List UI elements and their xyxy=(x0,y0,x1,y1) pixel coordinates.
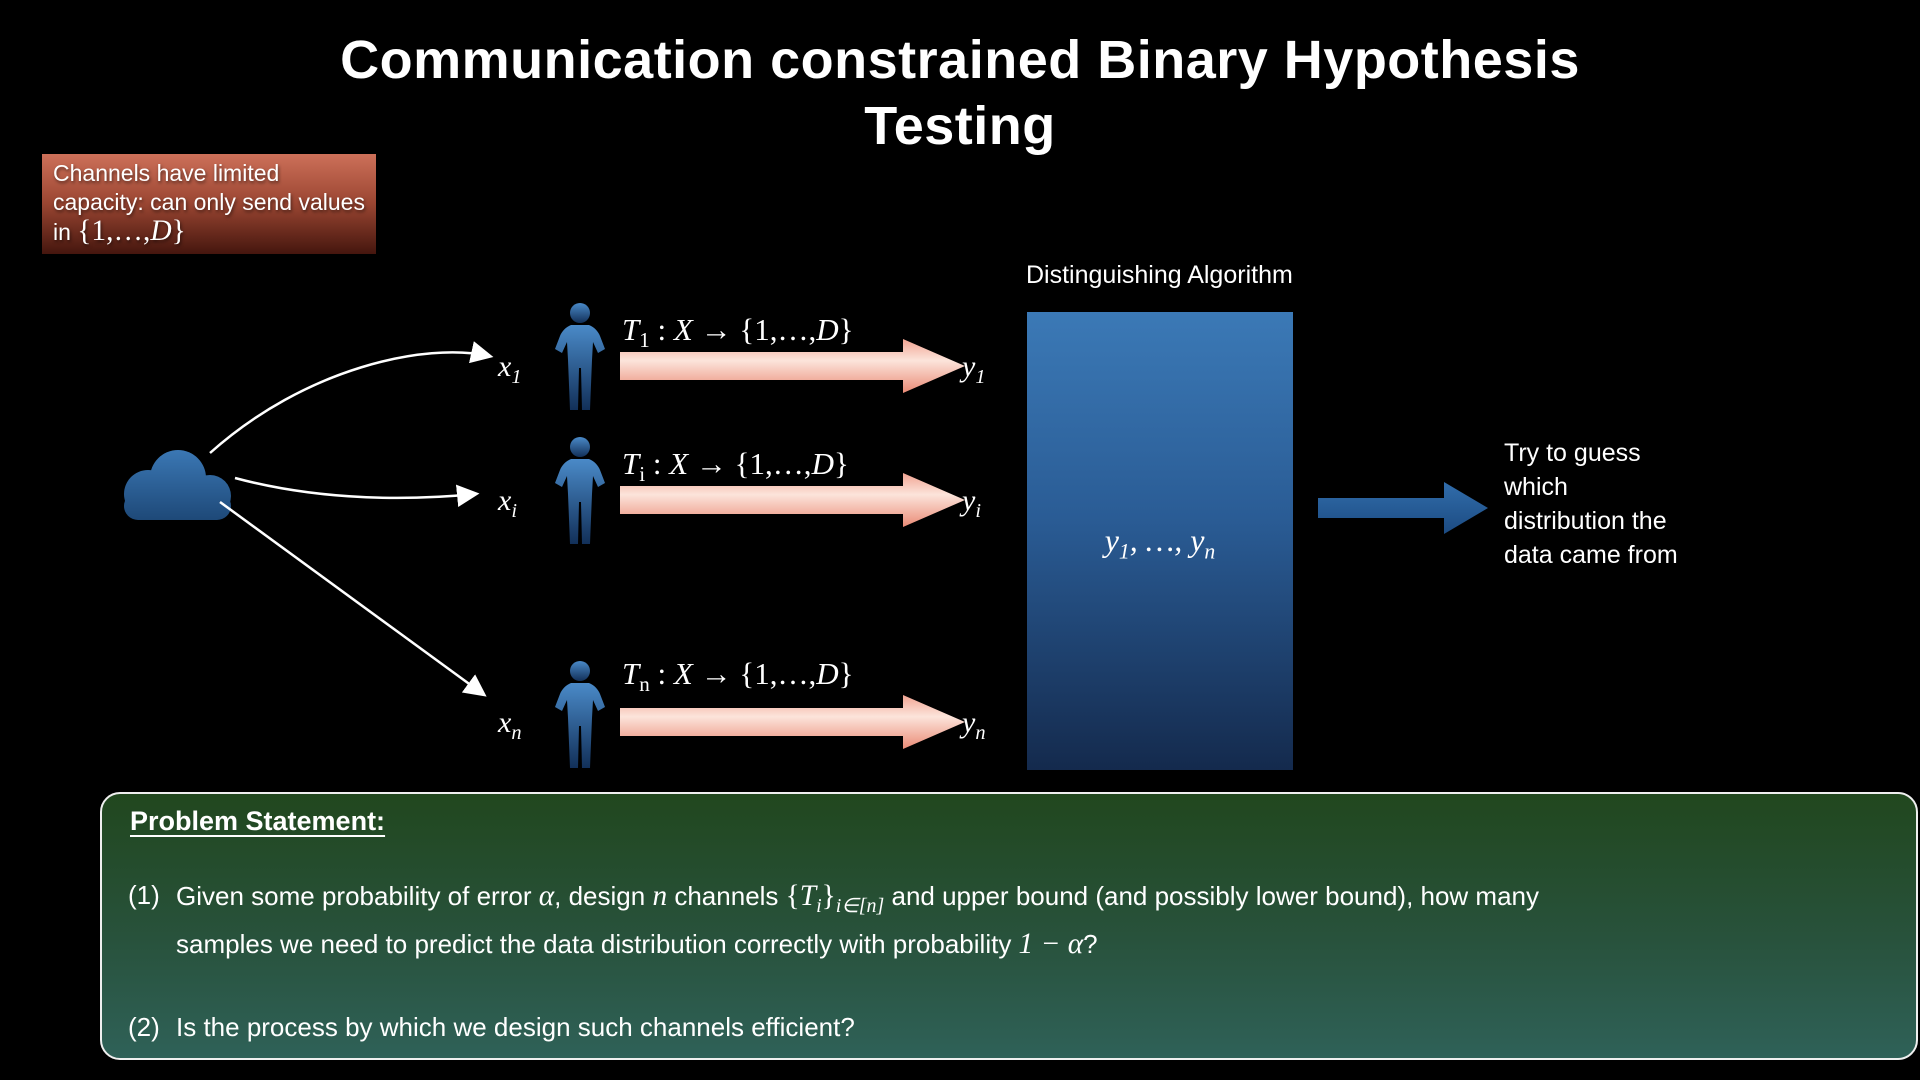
guess-line: data came from xyxy=(1504,541,1678,569)
page-title: Communication constrained Binary Hypothe… xyxy=(0,28,1920,160)
guess-line: Try to guess xyxy=(1504,439,1641,467)
output-arrow-icon xyxy=(1318,482,1488,534)
item-1-number: (1) xyxy=(128,880,160,910)
item-2-number: (2) xyxy=(128,1012,160,1042)
channel-n-label: Tn : X → {1,…,D} xyxy=(622,656,854,697)
problem-statement-box: Problem Statement: (1) Given some probab… xyxy=(100,792,1918,1060)
channel-i-label: Ti : X → {1,…,D} xyxy=(622,446,849,487)
channel-n-arrow-icon xyxy=(620,695,965,749)
capacity-note-text: Channels have limited capacity: can only… xyxy=(53,160,365,245)
problem-item-2: (2) Is the process by which we design su… xyxy=(128,1012,855,1043)
title-line-1: Communication constrained Binary Hypothe… xyxy=(340,30,1580,90)
arrow-to-xi xyxy=(234,476,480,507)
algorithm-box: y1, …, yn xyxy=(1027,312,1293,770)
problem-heading: Problem Statement: xyxy=(130,806,386,836)
person-n-icon xyxy=(551,660,609,772)
algorithm-title: Distinguishing Algorithm xyxy=(1026,261,1293,289)
problem-item-1: (1) Given some probability of error α, d… xyxy=(128,880,1539,961)
guess-line: distribution the xyxy=(1504,507,1667,535)
guess-line: which xyxy=(1504,473,1568,501)
xn-label: xn xyxy=(498,706,522,744)
capacity-note-math: {1,…,D} xyxy=(77,215,186,247)
cloud-to-x-arrows xyxy=(209,341,494,697)
channel-1-label: T1 : X → {1,…,D} xyxy=(622,312,854,353)
title-line-2: Testing xyxy=(864,95,1056,156)
algorithm-inputs-label: y1, …, yn xyxy=(1104,522,1216,564)
channel-1-arrow-icon xyxy=(620,339,965,393)
y1-label: y1 xyxy=(962,350,986,388)
xi-label: xi xyxy=(498,484,517,522)
item-2-text: Is the process by which we design such c… xyxy=(176,1012,855,1042)
x1-label: x1 xyxy=(498,350,522,388)
channel-set-math: {Ti}i∈[n] xyxy=(785,880,885,917)
person-1-icon xyxy=(551,302,609,414)
yi-label: yi xyxy=(962,484,981,522)
cloud-icon xyxy=(124,450,231,520)
capacity-note-box: Channels have limited capacity: can only… xyxy=(42,154,376,254)
guess-text: Try to guess which distribution the data… xyxy=(1504,436,1744,572)
yn-label: yn xyxy=(962,706,986,744)
channel-i-arrow-icon xyxy=(620,473,965,527)
item-1-text: Given some probability of error α, desig… xyxy=(176,880,1540,960)
person-i-icon xyxy=(551,436,609,548)
arrow-to-xn xyxy=(219,500,487,697)
data-source-diagram xyxy=(124,341,494,697)
arrow-to-x1 xyxy=(209,341,494,454)
